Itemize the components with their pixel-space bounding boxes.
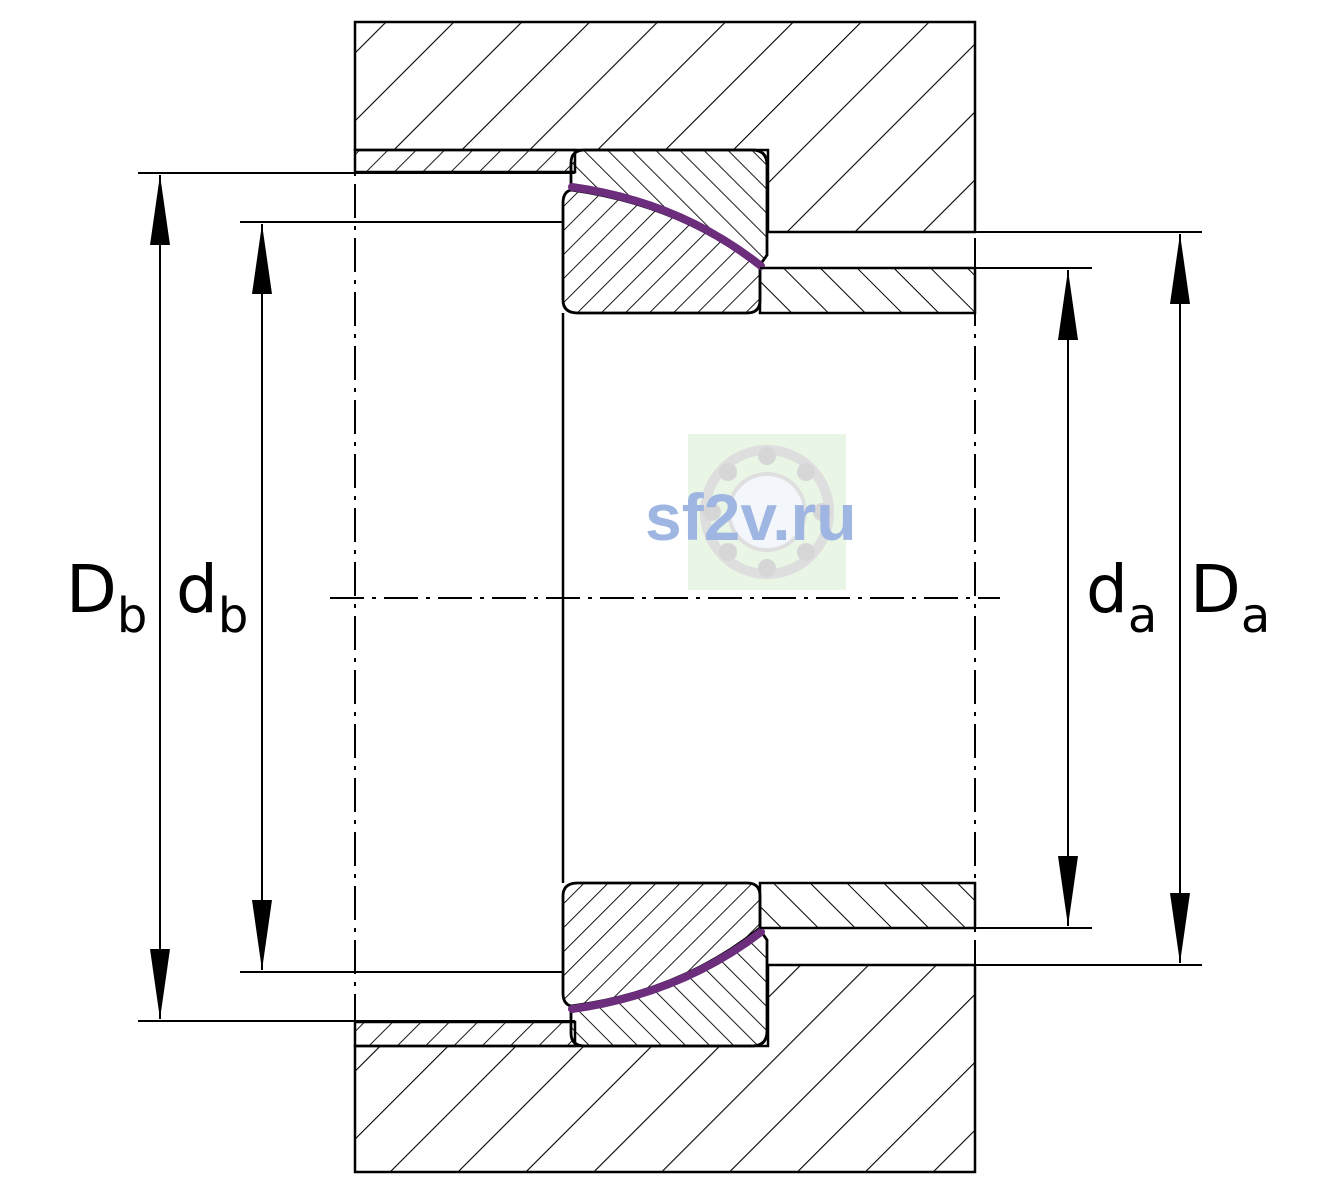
sliding-liner-top [568,183,765,270]
shaft-step-bottom [758,881,977,930]
dimension-Db [150,175,170,1019]
dimension-Da [1170,234,1190,963]
watermark: sf2v.ru [645,434,857,590]
top-half [353,20,977,315]
dimension-da [1058,270,1078,926]
shaft-step-top [758,266,977,315]
center-lines [330,22,1000,1172]
sleeve-top [353,148,577,174]
sleeve-bottom [353,1020,577,1048]
label-Da: Da [1190,551,1270,644]
label-db: db [176,551,248,644]
dimension-db [252,224,272,970]
watermark-text: sf2v.ru [645,480,857,554]
label-Db: Db [66,551,147,644]
sliding-liner-bottom [568,928,765,1013]
bottom-half [353,881,977,1174]
label-da: da [1086,551,1157,644]
extension-lines [138,172,1202,1022]
